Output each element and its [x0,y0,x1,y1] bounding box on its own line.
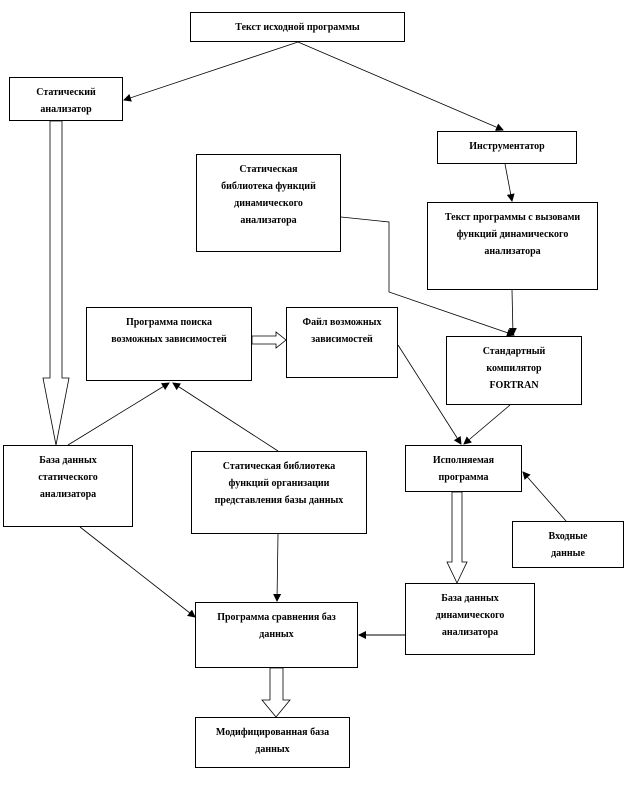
node-label: Модифицированная база данных [215,727,330,755]
block-arrow-compare-to-modified [261,667,291,718]
arrow-depfile-to-exec [397,344,462,445]
node-modified-db: Модифицированная база данных [195,717,350,768]
node-instrumenter: Инструментатор [437,131,577,164]
node-label: Инструментатор [469,141,545,152]
node-dependency-file: Файл возможных зависимостей [286,307,398,378]
arrow-source-to-instrumenter [297,41,504,131]
arrow-dblib-to-search [172,382,279,452]
node-db-compare: Программа сравнения баз данных [195,602,358,668]
arrow-dynlib-to-compiler [340,216,515,337]
node-label: Текст исходной программы [235,22,360,33]
arrow-staticdb-to-compare [79,526,196,618]
node-label: Программа поиска возможных зависимостей [111,317,227,345]
node-input-data: Входные данные [512,521,624,568]
node-label: Стандартный компилятор FORTRAN [482,346,546,391]
block-arrow-search-to-file [251,331,287,349]
node-source-text: Текст исходной программы [190,12,405,42]
node-dependency-search: Программа поиска возможных зависимостей [86,307,252,381]
arrow-source-to-static [123,41,299,102]
node-label: Статический анализатор [36,87,96,115]
node-dynamic-db: База данных динамического анализатора [405,583,535,655]
node-label: Файл возможных зависимостей [302,317,382,345]
node-static-db: База данных статического анализатора [3,445,133,527]
node-label: База данных статического анализатора [38,455,98,500]
block-arrow-exec-to-dyndb [446,491,468,584]
node-db-lib: Статическая библиотека функций организац… [191,451,367,534]
node-label: Текст программы с вызовами функций динам… [444,212,581,257]
arrow-compiler-to-exec [463,404,511,445]
node-dynamic-lib: Статическая библиотека функций динамичес… [196,154,341,252]
node-label: Статическая библиотека функций организац… [214,461,344,506]
node-static-analyzer: Статический анализатор [9,77,123,121]
node-executable: Исполняемая программа [405,445,522,492]
arrow-staticdb-to-search [67,382,170,446]
block-arrow-static-to-db [42,120,70,446]
node-label: Статическая библиотека функций динамичес… [221,164,316,226]
arrow-dblib-to-compare [273,533,282,602]
node-label: Входные данные [548,531,588,559]
node-label: База данных динамического анализатора [435,593,505,638]
node-compiler: Стандартный компилятор FORTRAN [446,336,582,405]
node-label: Исполняемая программа [432,455,495,483]
node-instrumented-text: Текст программы с вызовами функций динам… [427,202,598,290]
arrow-input-to-exec [522,471,567,522]
arrow-text-to-compiler [508,289,517,336]
arrow-instrumenter-to-text [504,163,515,202]
node-label: Программа сравнения баз данных [217,612,336,640]
